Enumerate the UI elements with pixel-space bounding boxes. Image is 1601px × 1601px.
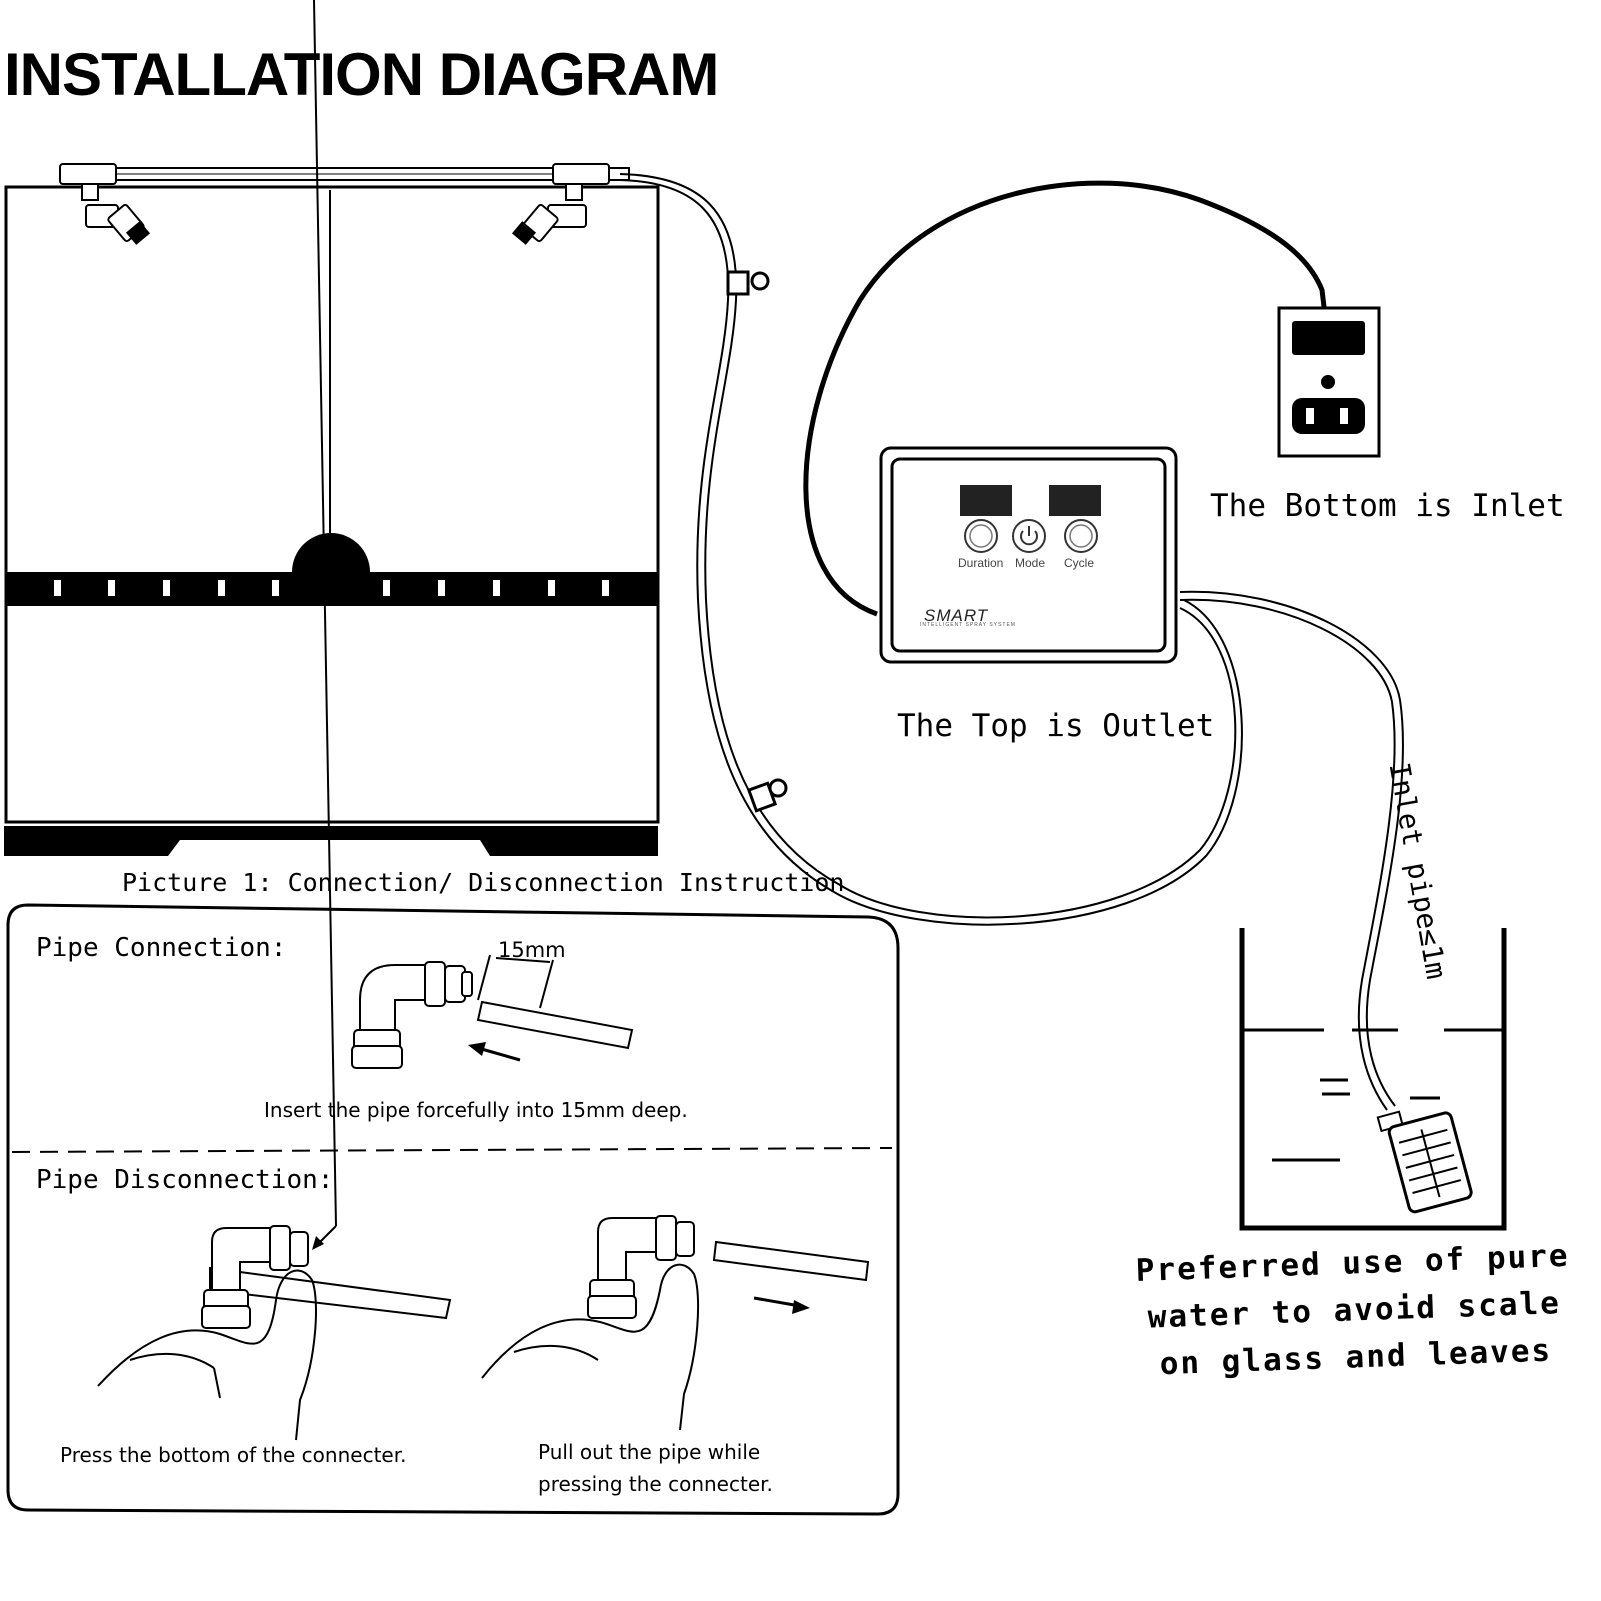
outlet-hose bbox=[619, 173, 1243, 926]
water-container bbox=[1239, 928, 1507, 1231]
mode-button-icon bbox=[1012, 519, 1046, 553]
pipe-disconnection-heading: Pipe Disconnection: bbox=[36, 1165, 334, 1195]
power-cord bbox=[803, 180, 1328, 617]
press-instruction: Press the bottom of the connecter. bbox=[60, 1443, 407, 1467]
nozzle-left-icon bbox=[59, 163, 151, 245]
controller-brand-subtitle: INTELLIGENT SPRAY SYSTEM bbox=[920, 622, 1016, 628]
wall-outlet-icon bbox=[1277, 306, 1381, 458]
pull-instruction-line1: Pull out the pipe while bbox=[538, 1440, 761, 1464]
duration-button-icon bbox=[964, 519, 998, 553]
pipe-connection-heading: Pipe Connection: bbox=[36, 933, 287, 963]
vent-strip bbox=[5, 572, 658, 606]
controller-box bbox=[879, 446, 1178, 664]
mode-button-label: Mode bbox=[1015, 556, 1046, 570]
pull-instruction-line2: pressing the connecter. bbox=[538, 1472, 773, 1496]
top-outlet-label: The Top is Outlet bbox=[897, 708, 1215, 744]
duration-button-label: Duration bbox=[958, 556, 1004, 570]
door-knob-icon bbox=[292, 533, 370, 572]
instruction-panel bbox=[6, 903, 900, 1516]
terrarium-tank bbox=[4, 163, 660, 856]
bottom-inlet-label: The Bottom is Inlet bbox=[1210, 488, 1565, 524]
depth-label: 15mm bbox=[498, 938, 566, 962]
cycle-button-label: Cycle bbox=[1064, 556, 1095, 570]
arrow-left-icon bbox=[468, 1042, 521, 1062]
pull-pipe-icon bbox=[481, 1215, 870, 1431]
insert-instruction: Insert the pipe forcefully into 15mm dee… bbox=[264, 1098, 688, 1122]
inlet-pipe bbox=[1179, 590, 1404, 1111]
press-arrow-icon bbox=[312, 1225, 337, 1250]
picture-caption: Picture 1: Connection/ Disconnection Ins… bbox=[122, 868, 845, 897]
display-left bbox=[960, 485, 1012, 516]
arrow-right-icon bbox=[753, 1296, 810, 1314]
nozzle-right-icon bbox=[511, 163, 610, 245]
water-note: Preferred use of pure water to avoid sca… bbox=[1135, 1233, 1574, 1389]
filter-icon bbox=[1376, 1110, 1473, 1214]
panel-divider bbox=[11, 1147, 893, 1153]
display-right bbox=[1049, 485, 1101, 516]
page-title: INSTALLATION DIAGRAM bbox=[4, 41, 719, 108]
controller-brand: SMART bbox=[924, 606, 989, 625]
cycle-button-icon bbox=[1064, 519, 1098, 553]
elbow-connector-icon bbox=[351, 961, 473, 1069]
tank-base bbox=[4, 826, 658, 856]
pipe-insert bbox=[476, 954, 634, 1050]
press-connector-icon bbox=[97, 0, 452, 1441]
